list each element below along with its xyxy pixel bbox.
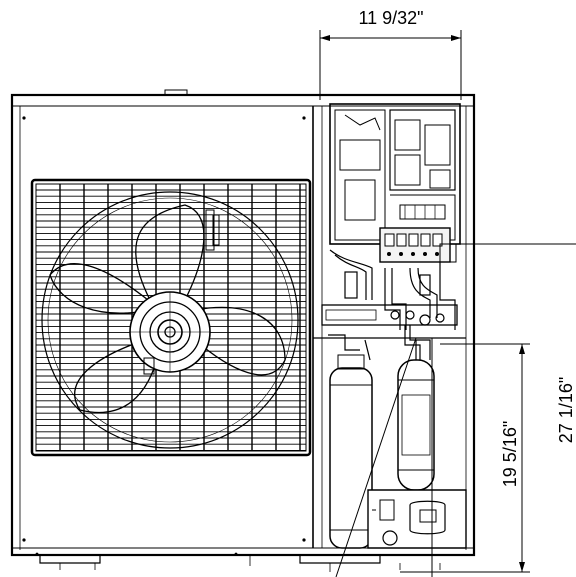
dimension-heights — [335, 243, 576, 577]
dimension-height-outer-label: 27 1/16" — [556, 377, 576, 443]
refrigerant-piping — [321, 249, 458, 361]
compressor — [329, 354, 373, 549]
screws — [22, 116, 306, 556]
dimension-width-label: 11 9/32" — [358, 8, 423, 28]
bottom-ticks — [59, 556, 441, 572]
fan-assembly — [41, 191, 299, 449]
dimension-height-inner-label: 19 5/16" — [500, 421, 520, 487]
dimension-width — [319, 30, 462, 100]
control-board — [329, 103, 461, 245]
service-valve-bracket — [367, 489, 467, 549]
terminal-block — [379, 227, 457, 263]
accumulator — [397, 340, 435, 491]
service-compartment — [312, 103, 467, 549]
